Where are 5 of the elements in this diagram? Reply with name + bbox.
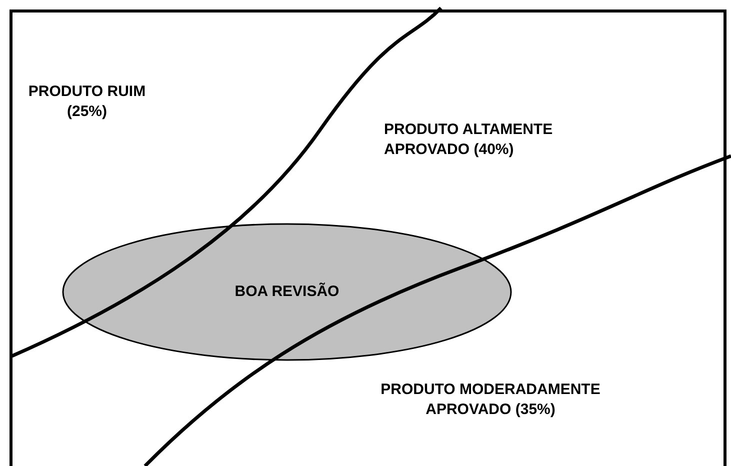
region-label: PRODUTO ALTAMENTE APROVADO (40%) [384, 120, 554, 160]
ellipse-region [62, 223, 512, 361]
region-label: PRODUTO MODERADAMENTE APROVADO (35%) [380, 380, 602, 420]
region-label: PRODUTO RUIM (25%) [27, 82, 147, 122]
region-label: BOA REVISÃO [234, 282, 340, 302]
